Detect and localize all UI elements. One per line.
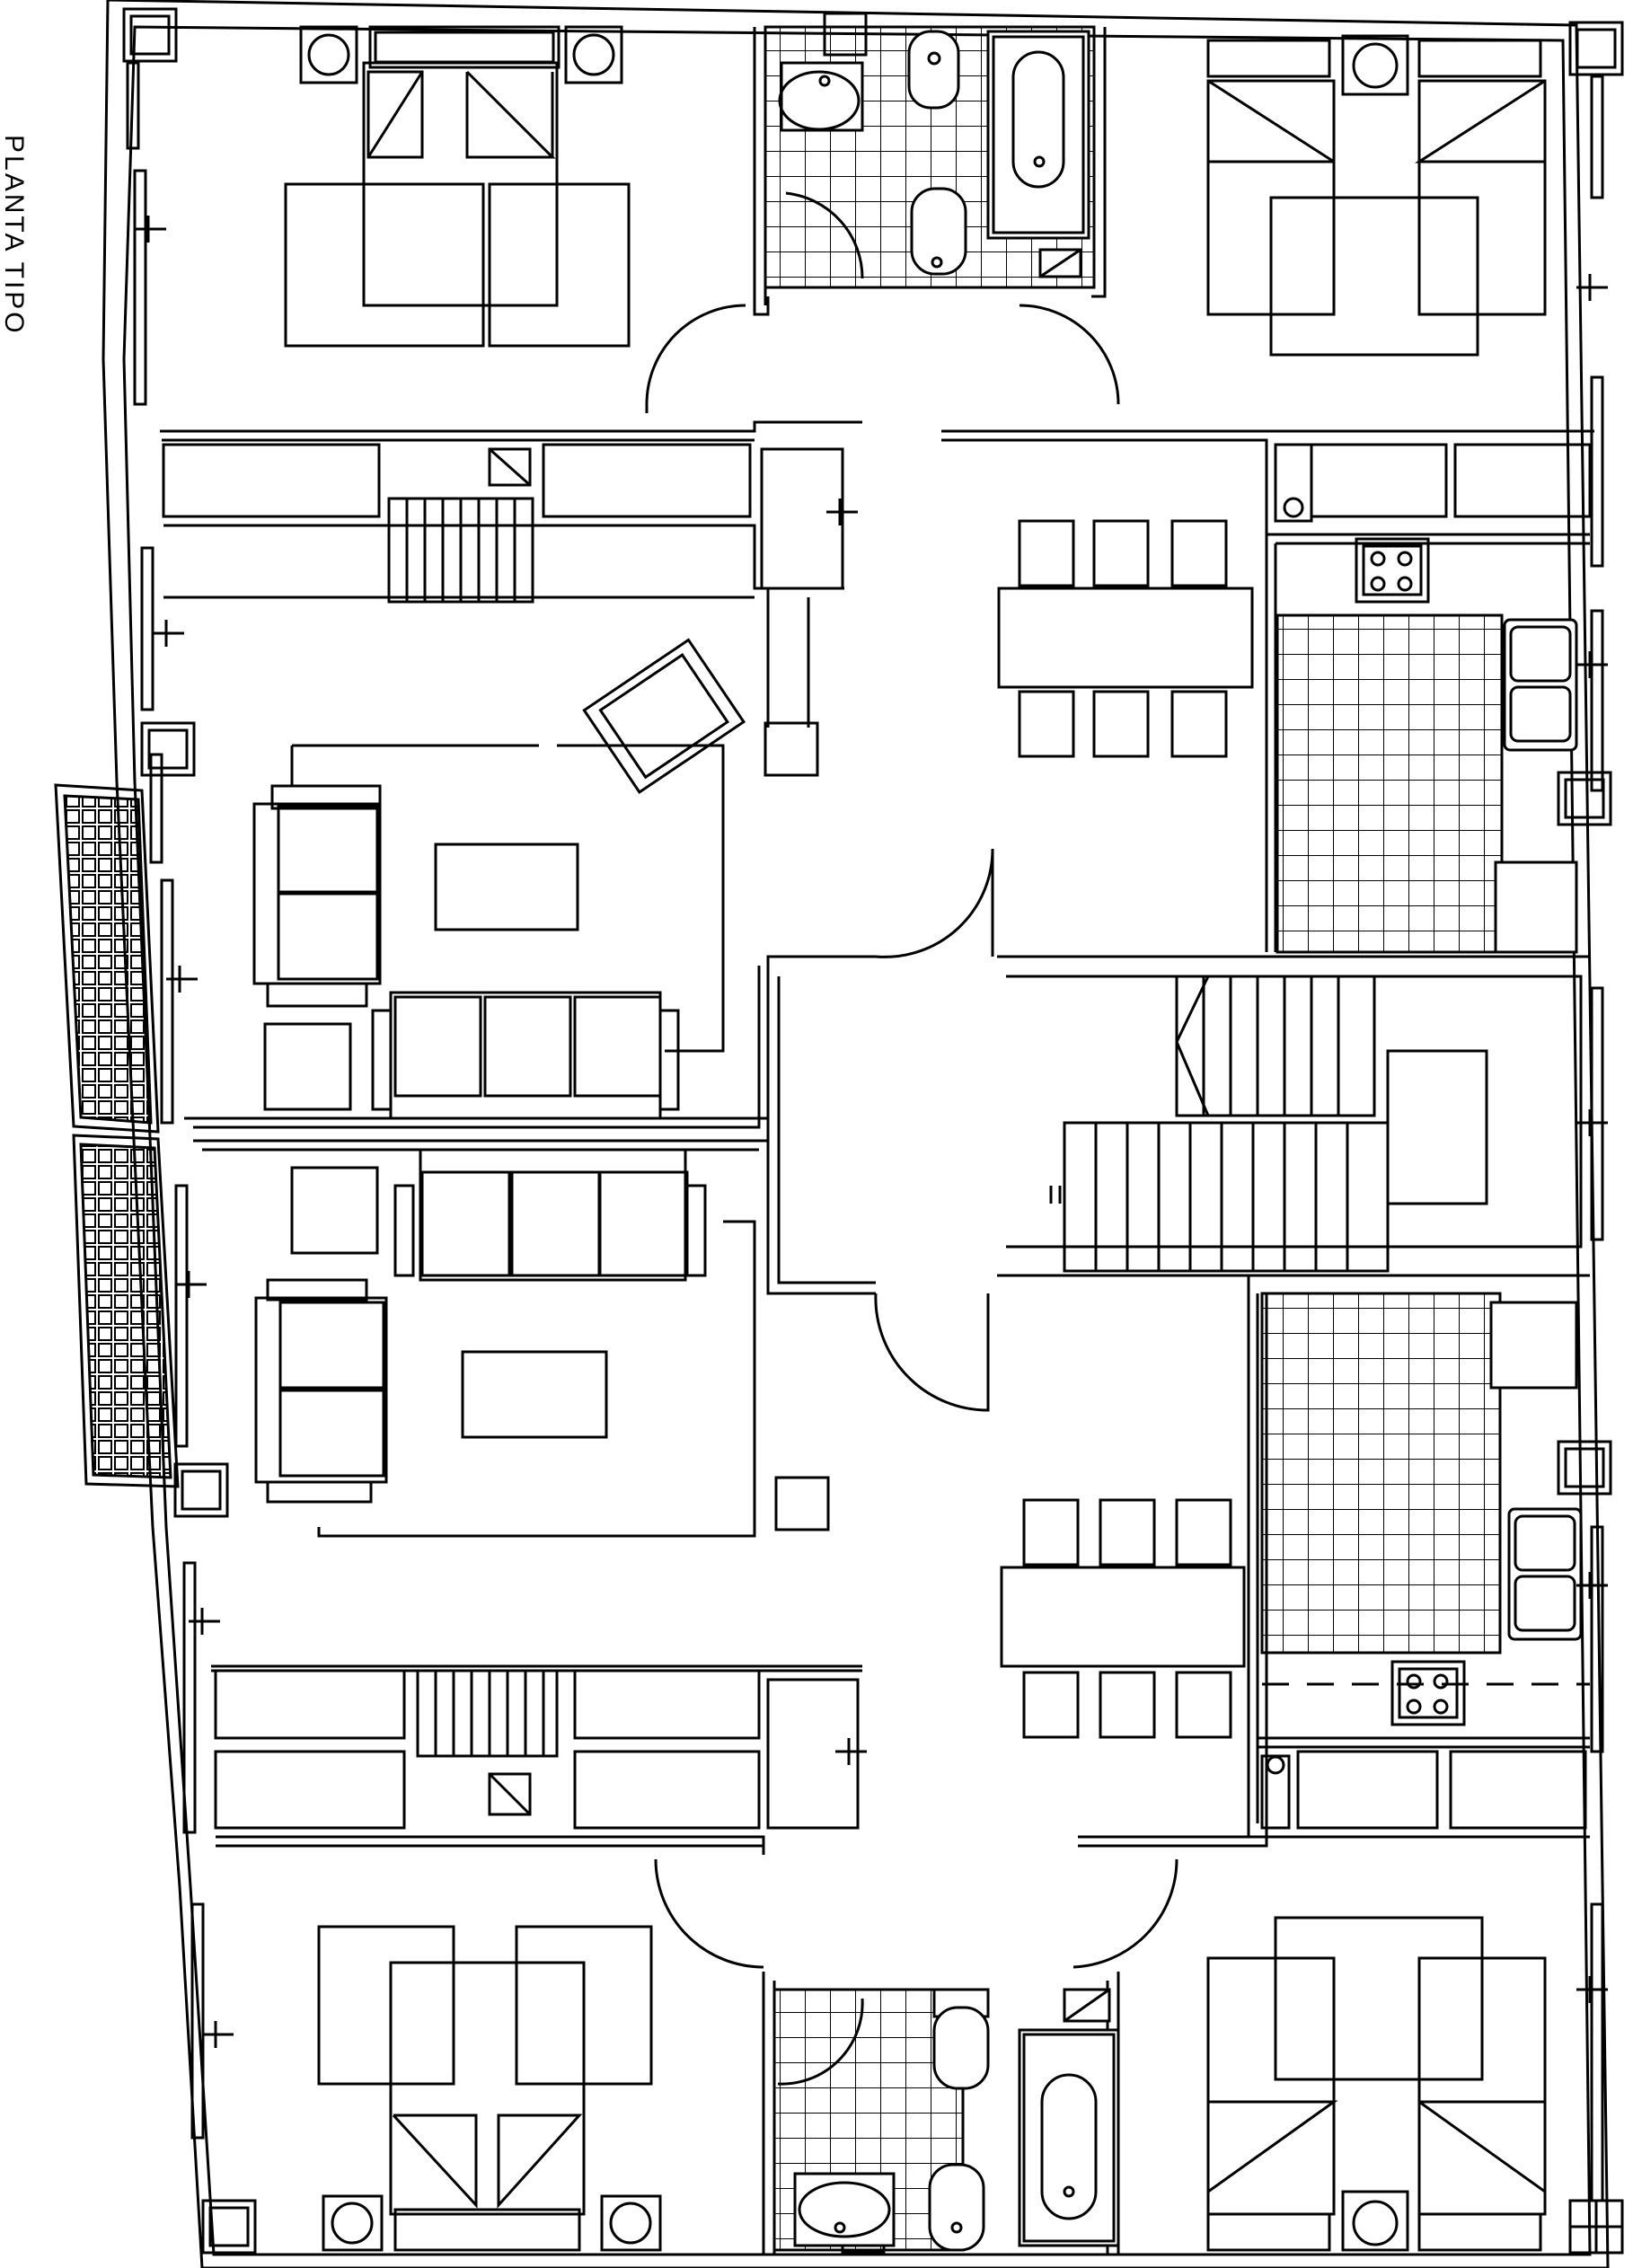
interior-walls	[160, 27, 1594, 2255]
bedroom-lower-left	[317, 1925, 662, 2252]
living-room-upper	[252, 638, 746, 1120]
living-room-lower	[254, 1148, 756, 1538]
dining-lower	[1000, 1498, 1246, 1739]
bedroom-lower-right	[1206, 1916, 1624, 2255]
bedroom-upper-right	[1206, 34, 1547, 357]
wall-ticks	[135, 216, 1608, 2048]
dining-upper	[997, 519, 1254, 758]
storage-lower	[214, 1669, 1587, 1830]
balcony-lower	[72, 1134, 180, 1488]
storage-upper	[162, 443, 1592, 604]
bedroom-upper-left	[284, 25, 631, 348]
balcony-upper	[54, 783, 160, 1134]
bathroom-lower	[772, 1988, 1120, 2252]
kitchen-lower	[1260, 1292, 1590, 1726]
kitchen-upper	[1276, 537, 1578, 954]
central-stair	[1063, 975, 1488, 1273]
bathroom-upper	[764, 25, 1096, 289]
left-windows	[126, 61, 205, 2140]
right-windows	[1590, 75, 1604, 2202]
doors	[645, 191, 1178, 2086]
